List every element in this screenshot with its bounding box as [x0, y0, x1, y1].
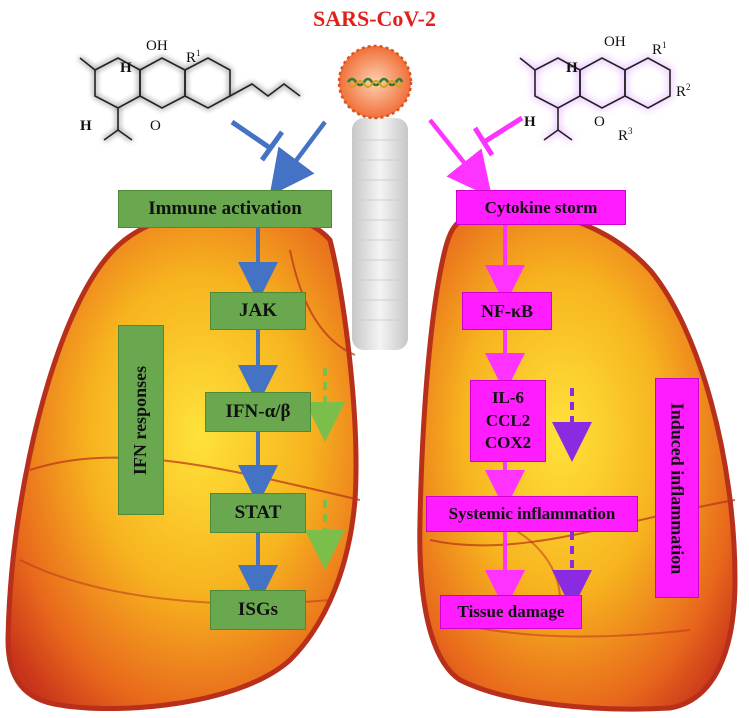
cox2-label: COX2	[484, 433, 532, 453]
il6-label: IL-6	[491, 387, 525, 407]
induced-inflammation-label-box: Induced inflammation	[655, 378, 699, 598]
right-molecule-o-label: O	[594, 114, 605, 130]
diagram-title: SARS-CoV-2	[312, 6, 437, 31]
virus-to-immune-arrow	[269, 120, 327, 196]
left-molecule-o-label: O	[150, 118, 161, 134]
isgs-box: ISGs	[210, 590, 306, 630]
right-inhibition-arrow	[472, 115, 524, 157]
ifn-responses-label-box: IFN responses	[118, 325, 164, 515]
immune-activation-box: Immune activation	[118, 190, 332, 228]
right-molecule-oh-label: OH	[604, 34, 626, 50]
ccl2-label: CCL2	[485, 410, 531, 430]
induced-inflammation-label: Induced inflammation	[667, 402, 688, 574]
jak-box: JAK	[210, 292, 306, 330]
right-molecule-icon	[519, 57, 671, 141]
tissue-damage-box: Tissue damage	[440, 595, 582, 629]
left-molecule-r-label: R1	[186, 48, 201, 66]
left-molecule-h1-label: H	[120, 60, 132, 76]
left-inhibition-arrow	[230, 119, 285, 162]
left-molecule-icon	[79, 57, 301, 141]
right-molecule-h2-label: H	[524, 114, 536, 130]
left-molecule-oh-label: OH	[146, 38, 168, 54]
right-molecule-h1-label: H	[566, 60, 578, 76]
ifn-responses-label: IFN responses	[130, 365, 151, 475]
left-lung-icon	[5, 206, 361, 712]
ifn-alpha-beta-box: IFN-α/β	[205, 392, 311, 432]
cytokines-box: IL-6 CCL2 COX2	[470, 380, 546, 462]
virus-icon	[337, 44, 413, 120]
virus-to-cytokine-arrow	[428, 118, 493, 198]
right-molecule-r2-label: R2	[676, 82, 691, 100]
stat-box: STAT	[210, 493, 306, 533]
right-molecule-r1-label: R1	[652, 40, 667, 58]
cytokine-storm-box: Cytokine storm	[456, 190, 626, 225]
right-molecule-r3-label: R3	[618, 126, 633, 144]
nf-kb-box: NF-κB	[462, 292, 552, 330]
left-molecule-h2-label: H	[80, 118, 92, 134]
trachea-icon	[352, 118, 408, 350]
systemic-inflammation-box: Systemic inflammation	[426, 496, 638, 532]
